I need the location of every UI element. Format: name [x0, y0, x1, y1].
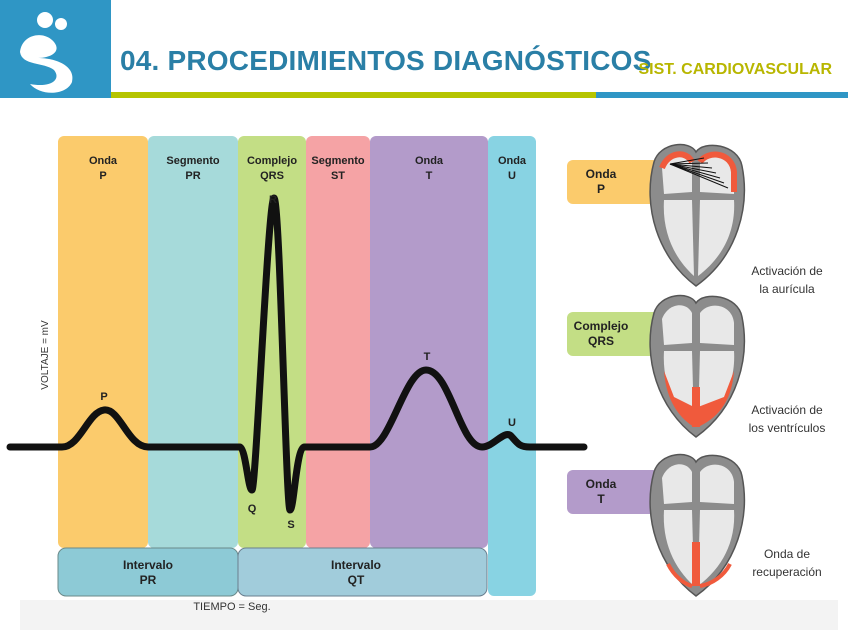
ecg-trace: [6, 194, 588, 514]
stage-tag-p: Onda P: [567, 160, 659, 204]
interval-qt-bar: [237, 547, 488, 597]
stage-caption-t-line1: Onda de: [764, 547, 810, 561]
band-st: [306, 136, 370, 548]
band-t: [370, 136, 488, 548]
band-p-line1: Onda: [89, 155, 118, 167]
band-st-line1: Segmento: [311, 155, 364, 167]
heart-illustrations: [649, 143, 746, 597]
y-axis-label: VOLTAJE = mV: [40, 320, 51, 390]
stage-tag-t-line1: Onda: [586, 477, 617, 491]
header-rule-blue: [596, 92, 848, 98]
stage-tag-qrs: Complejo QRS: [567, 312, 659, 356]
peak-label-p: P: [100, 391, 107, 403]
band-st-line2: ST: [331, 170, 345, 182]
stage-caption-p-line2: la aurícula: [759, 282, 815, 296]
stage-caption-t-line2: recuperación: [752, 565, 821, 579]
band-t-line1: Onda: [415, 155, 444, 167]
band-u-line1: Onda: [498, 155, 527, 167]
band-t-line2: T: [426, 170, 433, 182]
interval-qt-line1: Intervalo: [331, 558, 381, 572]
x-axis-label: TIEMPO = Seg.: [193, 601, 270, 613]
peak-label-t: T: [424, 351, 431, 363]
stage-tag-qrs-line2: QRS: [588, 334, 614, 348]
peak-label-r: R: [269, 194, 277, 206]
footer-strip: [20, 600, 838, 630]
header-rule-green: [111, 92, 596, 98]
band-u: [488, 136, 536, 596]
stage-tag-t: Onda T: [567, 470, 659, 514]
stage-caption-qrs-line2: los ventrículos: [749, 421, 826, 435]
stage-tag-qrs-line1: Complejo: [574, 319, 629, 333]
band-p: [58, 136, 148, 548]
peak-label-u: U: [508, 417, 516, 429]
page-title: 04. PROCEDIMIENTOS DIAGNÓSTICOS: [120, 45, 652, 76]
heart-ventricles: [649, 294, 746, 438]
heart-atria: [649, 143, 746, 287]
peak-label-q: Q: [248, 503, 257, 515]
heart-recovery: [649, 453, 746, 597]
band-p-line2: P: [99, 170, 106, 182]
band-qrs-line1: Complejo: [247, 155, 297, 167]
interval-pr-bar: [57, 547, 239, 597]
logo-icon: [20, 12, 73, 93]
stage-caption-qrs-line1: Activación de: [751, 403, 823, 417]
stage-tag-p-line1: Onda: [586, 167, 617, 181]
band-pr: [148, 136, 238, 548]
band-u-line2: U: [508, 170, 516, 182]
band-qrs-line2: QRS: [260, 170, 284, 182]
logo: [0, 0, 111, 98]
stage-tag-t-line2: T: [597, 492, 605, 506]
band-pr-line2: PR: [185, 170, 200, 182]
wave-bands: OndaPSegmentoPRComplejoQRSSegmentoSTOnda…: [58, 136, 536, 596]
stage-caption-p-line1: Activación de: [751, 264, 823, 278]
section-label: SIST. CARDIOVASCULAR: [638, 61, 833, 78]
stage-tag-p-line2: P: [597, 182, 605, 196]
stage-tag-qrs-bg: [567, 312, 659, 356]
stage-tag-t-bg: [567, 470, 659, 514]
peak-label-s: S: [287, 519, 294, 531]
interval-pr-line2: PR: [140, 573, 157, 587]
stage-tag-p-bg: [567, 160, 659, 204]
interval-pr-line1: Intervalo: [123, 558, 173, 572]
band-pr-line1: Segmento: [166, 155, 219, 167]
interval-qt-line2: QT: [348, 573, 365, 587]
